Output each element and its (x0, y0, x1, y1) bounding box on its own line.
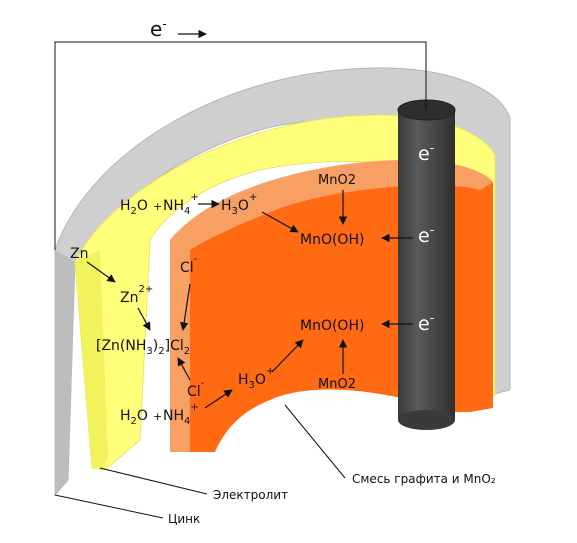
h2o-lower: H2O (120, 408, 148, 427)
electrolyte-layer (74, 114, 496, 471)
mno2-lower: MnO2 (318, 377, 356, 392)
rod-electron-2: e- (418, 223, 434, 247)
external-wire (54, 41, 427, 250)
cl-upper: Cl- (180, 254, 198, 276)
plus-upper: + (153, 200, 162, 213)
mnooh-upper: MnO(OH) (300, 232, 364, 248)
zn-ion-label: Zn2+ (120, 284, 153, 306)
electrolyte-label: Электролит (213, 488, 288, 502)
graphite-rod-body (398, 110, 455, 420)
leader-electrolyte (99, 467, 208, 495)
mno2-upper: MnO2 (318, 173, 356, 188)
complex-label: [Zn(NH3)2]Cl2 (96, 338, 190, 357)
h2o-upper: H2O (120, 198, 148, 217)
arrow-zn-to-zn-ion (86, 261, 116, 283)
electrolyte-front-face (75, 250, 108, 470)
arrow-h3o-to-mnooh-upper (261, 211, 299, 233)
plus-lower: + (153, 410, 162, 423)
arrow-nh4-to-h3o-lower (204, 389, 233, 409)
arrow-cl-upper-to-complex (179, 283, 191, 331)
cl-lower: Cl- (187, 378, 205, 400)
rod-electron-1: e- (418, 141, 434, 165)
mnooh-lower: MnO(OH) (300, 318, 364, 334)
graphite-mix-label: Смесь графита и MnO₂ (352, 472, 496, 486)
zinc-front-face (55, 250, 75, 495)
zn-label: Zn (70, 246, 88, 262)
arrow-zn-ion-to-complex (137, 307, 151, 331)
leader-graphite-mix (284, 404, 346, 479)
leader-zinc (54, 494, 164, 519)
cathode-left-face (170, 240, 190, 452)
graphite-rod-bottom (398, 410, 455, 430)
zinc-label: Цинк (168, 512, 200, 526)
arrow-cl-lower-to-complex (177, 357, 191, 381)
arrow-h3o-to-mnooh-lower (271, 339, 304, 373)
electron-top-label: e- (150, 17, 167, 41)
rod-electron-3: e- (418, 311, 434, 335)
